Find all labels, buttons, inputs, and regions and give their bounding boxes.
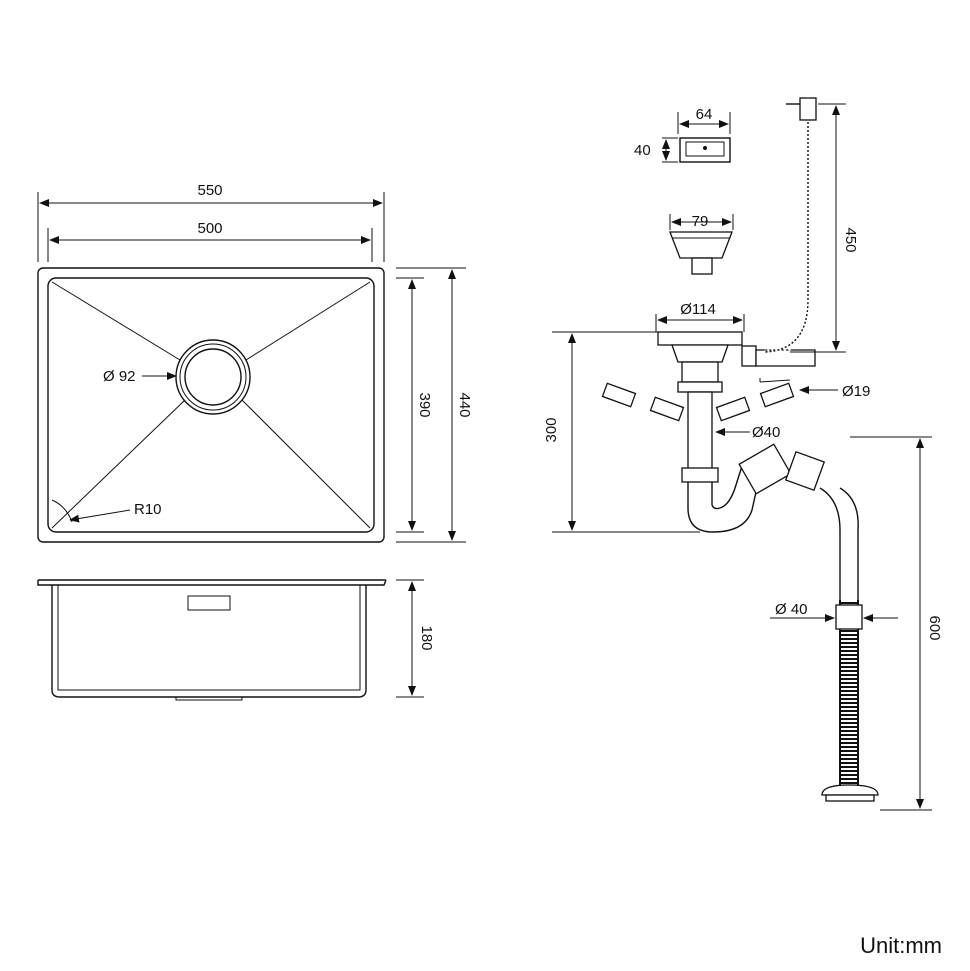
dim-600: 600 (850, 436, 943, 811)
strainer-cap: 64 40 (634, 106, 731, 163)
drain-assembly (601, 331, 859, 600)
label-flange-diameter: Ø114 (680, 301, 716, 318)
label-cap-height: 40 (634, 142, 651, 159)
label-overflow-hose: 450 (842, 227, 859, 252)
label-width-outer: 550 (197, 182, 222, 199)
label-width-inner: 500 (197, 220, 222, 237)
label-cap-width: 64 (696, 106, 713, 123)
label-outlet-diameter: Ø 40 (775, 601, 808, 618)
unit-label: Unit:mm (860, 933, 942, 958)
label-drain-height: 300 (543, 417, 560, 442)
label-height-inner: 390 (416, 392, 433, 417)
dim-180: 180 (396, 579, 435, 698)
dim-390: 390 (396, 277, 433, 533)
sink-side-view (37, 579, 387, 701)
label-basket-width: 79 (692, 213, 709, 230)
dim-300: 300 (543, 331, 700, 533)
basket-strainer: 79 (669, 213, 734, 275)
label-outlet-length: 600 (926, 615, 943, 640)
label-corner-radius: R10 (134, 501, 162, 518)
label-drain-diameter: Ø 92 (103, 368, 136, 385)
sink-top-view (37, 267, 385, 543)
dim-440: 440 (396, 267, 473, 543)
label-overflow-diameter: Ø19 (842, 383, 870, 400)
dim-500: 500 (47, 220, 373, 262)
label-depth: 180 (418, 625, 435, 650)
label-height-outer: 440 (456, 392, 473, 417)
overflow-hose: 450 (764, 97, 859, 357)
outlet-hose (821, 600, 879, 802)
dim-550: 550 (37, 182, 385, 262)
label-pipe-diameter: Ø40 (752, 424, 780, 441)
